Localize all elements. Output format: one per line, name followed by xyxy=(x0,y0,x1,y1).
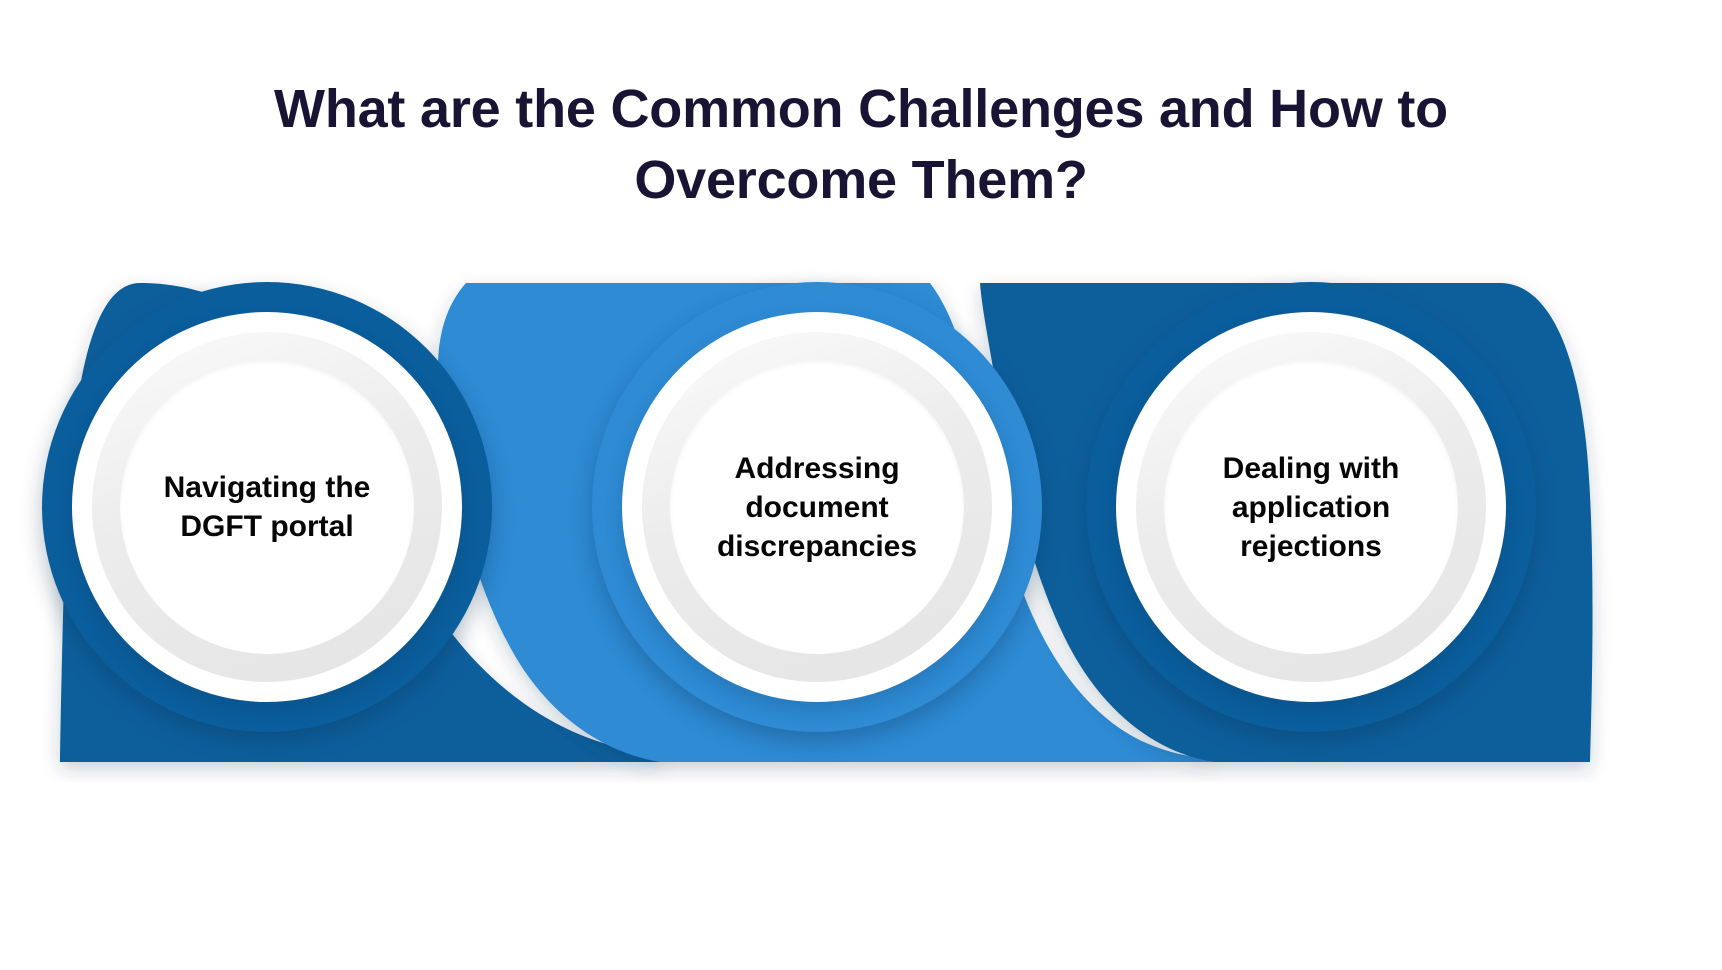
step-3-inner-disc: Dealing with application rejections xyxy=(1164,360,1458,654)
step-node-2[interactable]: Addressing document discrepancies xyxy=(592,282,1042,732)
step-node-3[interactable]: Dealing with application rejections xyxy=(1086,282,1536,732)
step-3-grey-ring: Dealing with application rejections xyxy=(1136,332,1486,682)
step-1-white-ring: Navigating the DGFT portal xyxy=(72,312,462,702)
step-3-white-ring: Dealing with application rejections xyxy=(1116,312,1506,702)
step-1-grey-ring: Navigating the DGFT portal xyxy=(92,332,442,682)
step-2-outer-ring: Addressing document discrepancies xyxy=(592,282,1042,732)
step-2-inner-disc: Addressing document discrepancies xyxy=(670,360,964,654)
step-node-1[interactable]: Navigating the DGFT portal xyxy=(42,282,492,732)
step-2-grey-ring: Addressing document discrepancies xyxy=(642,332,992,682)
diagram-stage: Navigating the DGFT portal Addressing do… xyxy=(0,262,1722,782)
step-1-inner-disc: Navigating the DGFT portal xyxy=(120,360,414,654)
page-title-text: What are the Common Challenges and How t… xyxy=(274,79,1448,211)
step-1-label: Navigating the DGFT portal xyxy=(163,471,371,543)
step-1-outer-ring: Navigating the DGFT portal xyxy=(42,282,492,732)
step-2-label: Addressing document discrepancies xyxy=(716,451,918,563)
page-title: What are the Common Challenges and How t… xyxy=(0,74,1722,217)
step-3-outer-ring: Dealing with application rejections xyxy=(1086,282,1536,732)
step-2-white-ring: Addressing document discrepancies xyxy=(622,312,1012,702)
step-3-label: Dealing with application rejections xyxy=(1222,451,1400,563)
